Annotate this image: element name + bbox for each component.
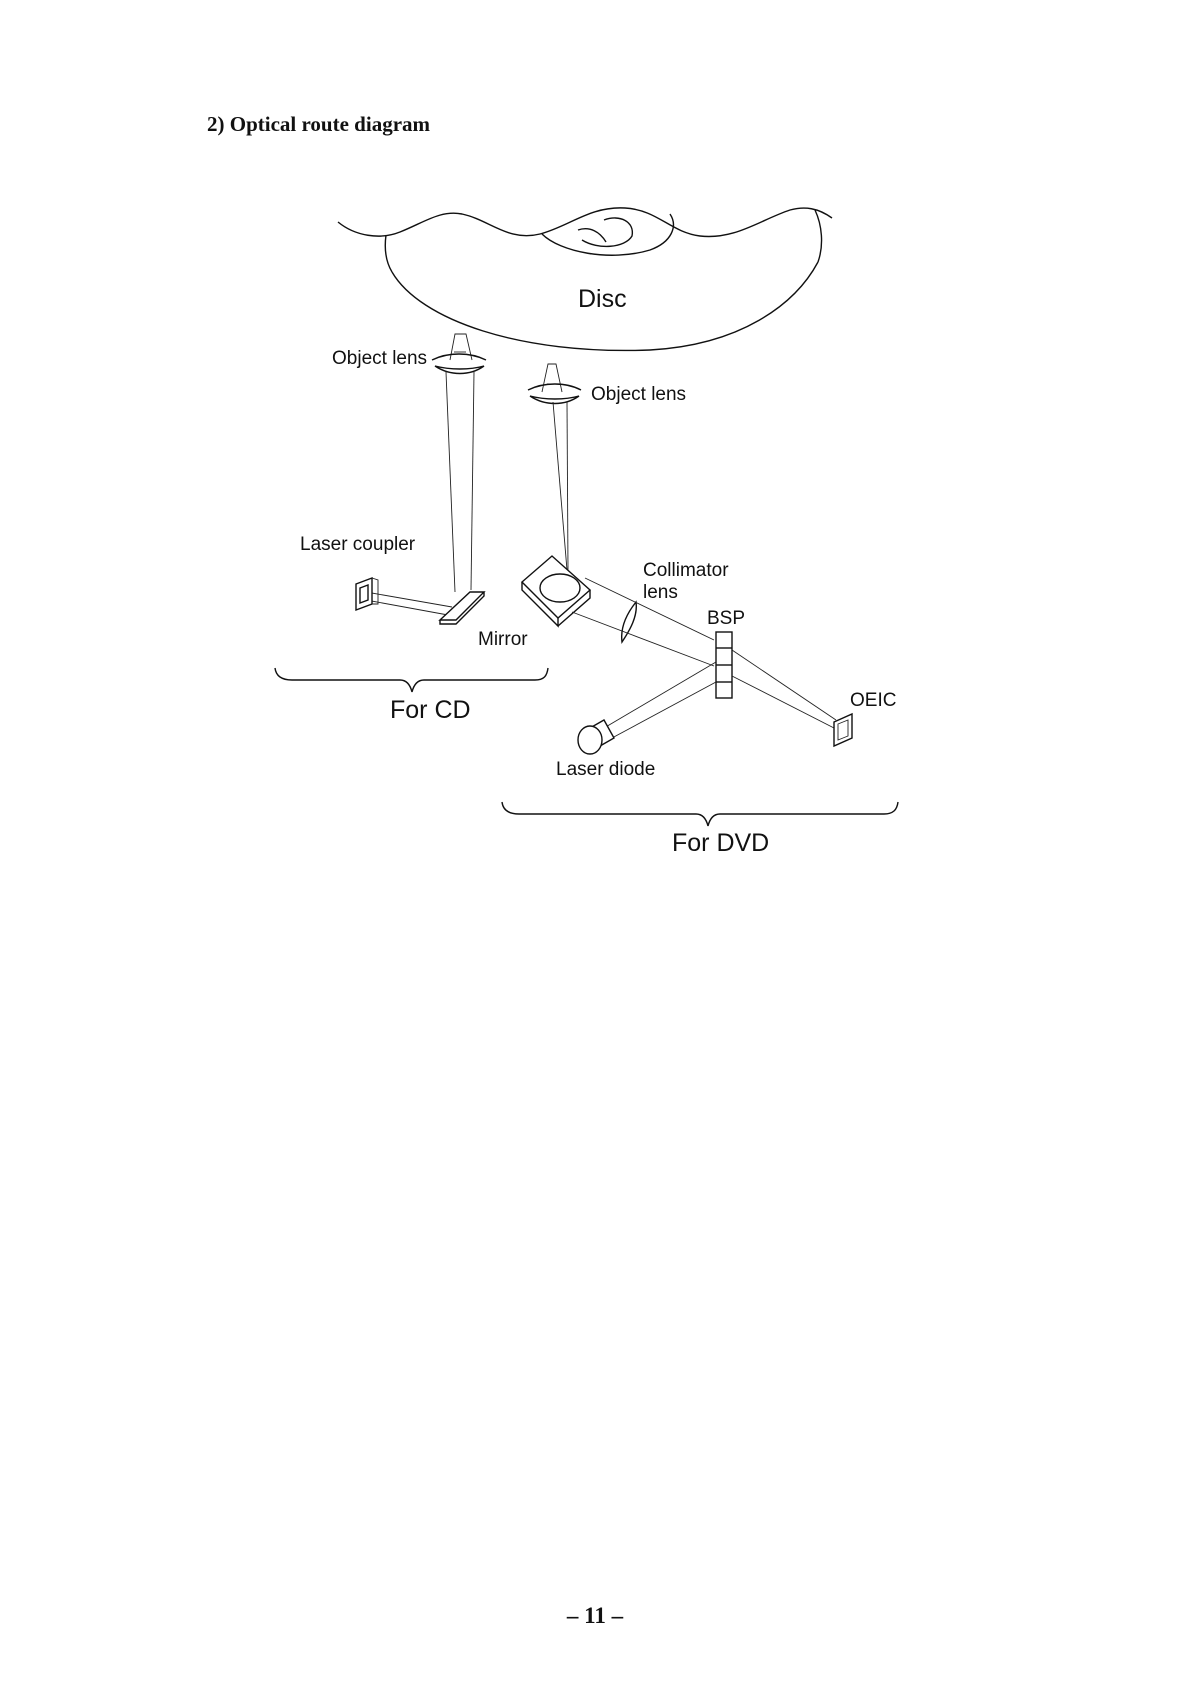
- laser-diode: Laser diode: [556, 661, 717, 780]
- page-number: – 11 –: [566, 1603, 624, 1628]
- object-lens-cd-label: Object lens: [332, 348, 427, 369]
- page-heading: 2) Optical route diagram: [207, 112, 431, 136]
- object-lens-dvd-label: Object lens: [591, 384, 686, 405]
- dvd-mirror: [520, 555, 592, 628]
- bsp-label: BSP: [707, 608, 745, 629]
- cd-object-lens: Object lens: [332, 333, 487, 375]
- oeic-label: OEIC: [850, 690, 896, 711]
- mirror-label: Mirror: [478, 629, 528, 650]
- laser-coupler-label: Laser coupler: [300, 534, 416, 555]
- laser-coupler: Laser coupler: [300, 534, 416, 612]
- cd-mirror: Mirror: [438, 591, 528, 650]
- collimator-lens: Collimator lens: [621, 560, 729, 644]
- collimator-label-line2: lens: [643, 582, 678, 603]
- dvd-mirror-to-bsp-beam: [571, 577, 715, 667]
- oeic: OEIC: [731, 649, 896, 748]
- dvd-object-lens: Object lens: [527, 363, 686, 405]
- for-dvd-label: For DVD: [672, 829, 769, 857]
- collimator-label-line1: Collimator: [643, 560, 729, 581]
- bsp: BSP: [707, 608, 745, 699]
- dvd-beam: [552, 401, 569, 571]
- for-dvd-brace: For DVD: [501, 801, 899, 857]
- for-cd-brace: For CD: [274, 667, 549, 724]
- disc-label: Disc: [578, 285, 627, 313]
- disc: Disc: [337, 207, 833, 352]
- for-cd-label: For CD: [390, 696, 471, 724]
- cd-beam: [365, 371, 475, 616]
- laser-diode-label: Laser diode: [556, 759, 655, 780]
